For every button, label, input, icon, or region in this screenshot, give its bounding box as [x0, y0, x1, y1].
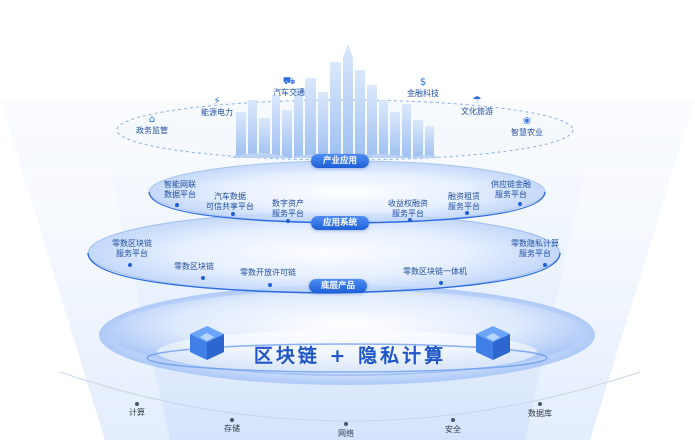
product-dots [128, 263, 547, 287]
tourism-icon: ☂ [472, 95, 482, 106]
base-dots [135, 402, 542, 426]
product-item: 零数区块链一体机 [403, 267, 467, 276]
base-item: 网络 [338, 429, 354, 438]
city-skyline [230, 44, 440, 158]
core-title: 区块链 + 隐私计算 [253, 345, 447, 367]
industry-car: ⛟ 汽车交通 [273, 76, 305, 97]
product-item: 零数开放许可链 [240, 268, 296, 277]
agriculture-icon: ❀ [522, 116, 532, 127]
industry-energy: ⚡ 能源电力 [201, 96, 233, 117]
system-item: 汽车数据 可信共享平台 [206, 192, 254, 211]
product-ring [88, 213, 560, 293]
base-item: 安全 [445, 425, 461, 434]
layer-label-system: 应用系统 [311, 216, 370, 230]
cube-right-icon [476, 326, 510, 360]
system-dots [175, 202, 522, 223]
car-icon: ⛟ [282, 76, 296, 87]
base-arc [59, 371, 641, 422]
gov-icon: ⌂ [148, 114, 156, 125]
cube-left-icon [190, 326, 224, 360]
industry-finance: $ 金融科技 [407, 77, 439, 98]
finance-icon: $ [419, 77, 427, 88]
system-item: 供应链金融 服务平台 [491, 180, 531, 199]
system-item: 收益权融资 服务平台 [388, 199, 428, 218]
product-item: 零数区块链 [174, 262, 214, 271]
layer-label-product: 底层产品 [309, 279, 368, 293]
system-item: 数字资产 服务平台 [272, 199, 304, 218]
base-item: 数据库 [528, 409, 552, 418]
industry-tourism: ☂ 文化旅游 [461, 95, 493, 116]
base-item: 存储 [224, 424, 240, 433]
energy-icon: ⚡ [213, 96, 221, 107]
product-item: 零数隐私计算 服务平台 [511, 239, 559, 258]
layer-label-industry: 产业应用 [311, 154, 370, 168]
industry-orbit [116, 99, 574, 161]
base-item: 计算 [129, 408, 145, 417]
system-ring [149, 161, 545, 223]
system-item: 融资租赁 服务平台 [448, 192, 480, 211]
industry-gov: ⌂ 政务监管 [136, 114, 168, 135]
system-item: 智能网联 数据平台 [164, 180, 196, 199]
product-item: 零数区块链 服务平台 [112, 239, 152, 258]
industry-agriculture: ❀ 智慧农业 [511, 116, 543, 137]
